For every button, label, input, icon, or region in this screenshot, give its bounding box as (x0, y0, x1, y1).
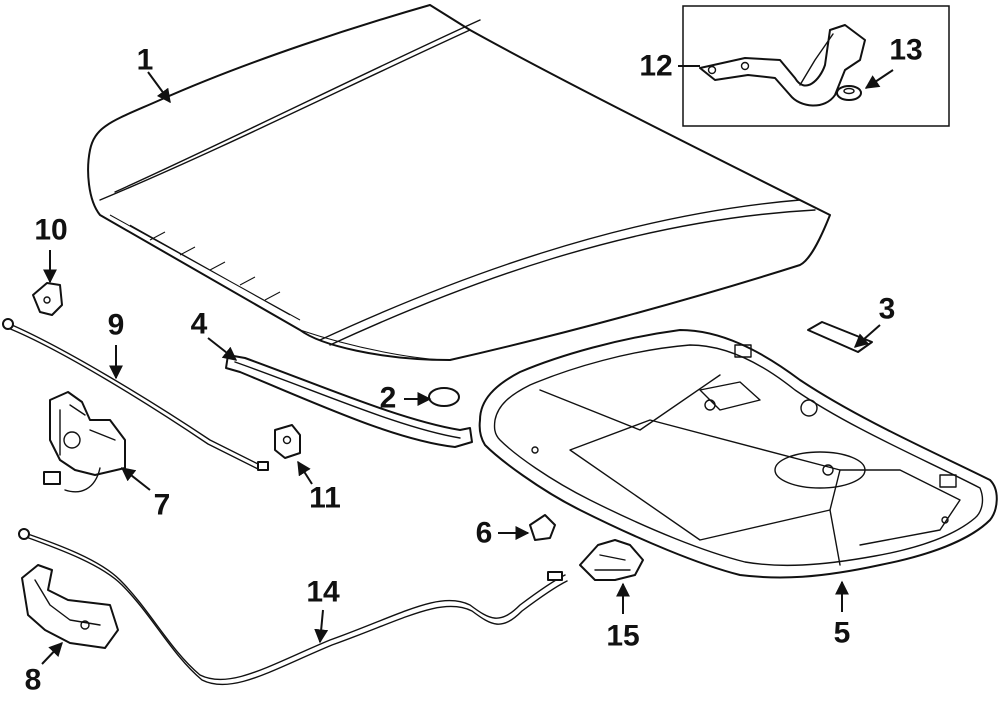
release-cable-long[interactable] (18, 528, 568, 686)
hood-hinge[interactable] (699, 24, 866, 107)
callout-1: 1 (137, 44, 154, 77)
release-handle[interactable] (579, 539, 644, 581)
hood-clip[interactable] (274, 424, 301, 459)
callout-2: 2 (380, 382, 397, 415)
hood-lock[interactable] (43, 391, 126, 493)
lock-support[interactable] (21, 564, 119, 649)
leader-lines (41, 65, 894, 665)
hood-cushion[interactable] (807, 321, 873, 353)
bumper-bracket[interactable] (32, 282, 63, 316)
hood-panel[interactable] (87, 4, 831, 361)
callout-3: 3 (879, 293, 896, 326)
hinge-bushing[interactable] (836, 85, 862, 101)
callout-10: 10 (34, 214, 67, 247)
callout-11: 11 (309, 482, 341, 515)
callout-13: 13 (889, 34, 922, 67)
callout-9: 9 (108, 309, 125, 342)
callout-6: 6 (476, 517, 493, 550)
callout-7: 7 (154, 489, 171, 522)
callout-14: 14 (306, 576, 340, 609)
callout-5: 5 (834, 617, 851, 650)
weatherstrip-seal[interactable] (225, 354, 473, 448)
callout-8: 8 (25, 664, 42, 697)
grommet[interactable] (529, 514, 556, 541)
hood-plug[interactable] (428, 387, 460, 407)
callout-15: 15 (606, 620, 639, 653)
hood-insulator[interactable] (478, 329, 998, 579)
callout-labels: 1 2 3 4 5 6 7 8 9 10 11 12 13 14 15 (25, 34, 923, 697)
callout-4: 4 (191, 308, 208, 341)
callout-12: 12 (639, 50, 672, 83)
release-cable[interactable] (2, 318, 269, 471)
